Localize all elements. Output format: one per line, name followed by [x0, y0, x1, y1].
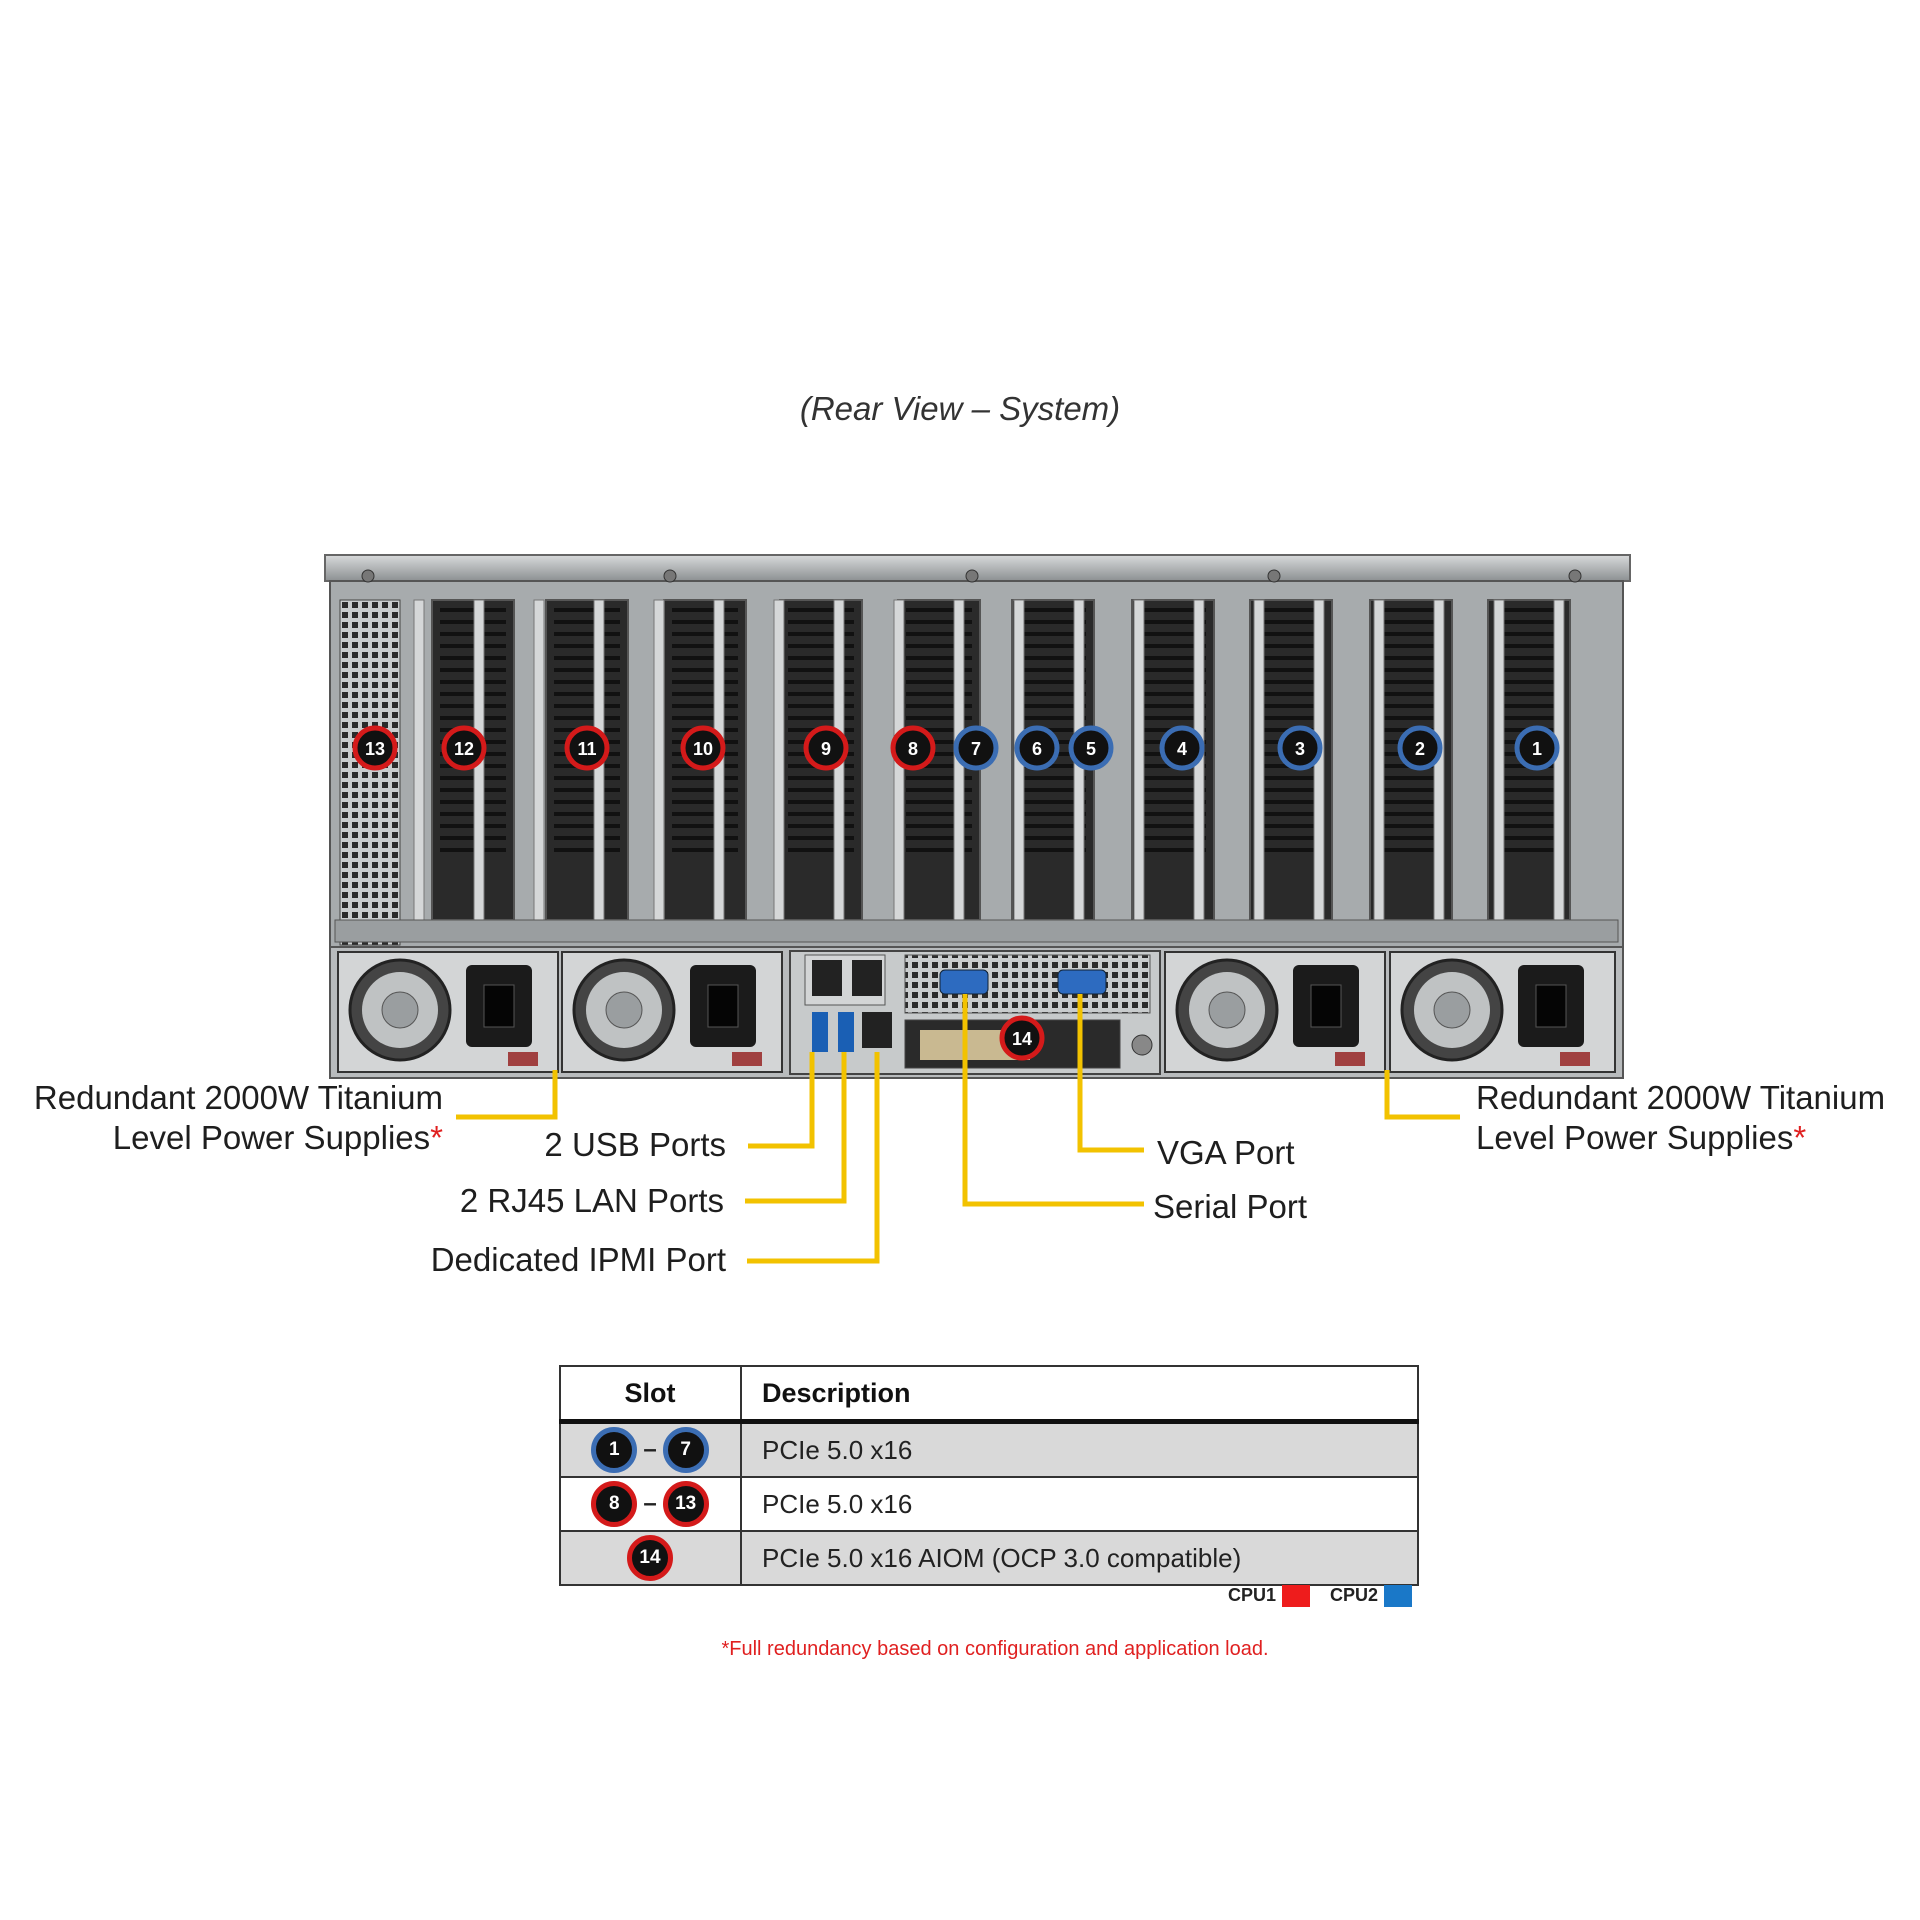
- slot-rail: [713, 599, 725, 936]
- slot-rail: [473, 599, 485, 936]
- table-row: 1–7 PCIe 5.0 x16: [559, 1420, 1419, 1478]
- pcie-bracket: [545, 599, 629, 921]
- slot-rail: [1133, 599, 1145, 936]
- header-description: Description: [740, 1365, 1419, 1424]
- usb-ports-label: 2 USB Ports: [544, 1126, 726, 1163]
- usb-port-2[interactable]: [838, 1012, 854, 1052]
- slot-3-badge: 3: [1277, 725, 1323, 771]
- slot-badge-label: 2: [1415, 739, 1425, 759]
- table-row: 14 PCIe 5.0 x16 AIOM (OCP 3.0 compatible…: [559, 1530, 1419, 1586]
- slot-badge: 13: [662, 1481, 709, 1527]
- diagram-title: (Rear View – System): [799, 390, 1121, 427]
- leader-lines: [456, 994, 1460, 1264]
- lan-ports-label: 2 RJ45 LAN Ports: [459, 1182, 724, 1219]
- redundancy-footnote: *Full redundancy based on configuration …: [721, 1638, 1269, 1660]
- slot-badge: 7: [662, 1427, 709, 1473]
- slot-rail: [1193, 599, 1205, 936]
- legend-cpu2-swatch: [1384, 1585, 1413, 1608]
- slot-rail: [1253, 599, 1265, 936]
- power-supply-unit: [1164, 951, 1386, 1073]
- slot-7-badge: 7: [953, 725, 999, 771]
- psu-left-label: Redundant 2000W Titanium Level Power Sup…: [33, 1079, 443, 1156]
- slot-range-cell: 14: [559, 1530, 742, 1586]
- slot-badges: 13 12 11 10 9 8 7 6 5 4 3 2 1 14: [352, 725, 1560, 1061]
- slot-badge-label: 4: [1177, 739, 1187, 759]
- slot-range-cell: 1–7: [559, 1420, 742, 1478]
- slot-badge-label: 5: [1086, 739, 1096, 759]
- slot-rail: [1433, 599, 1445, 936]
- slot-5-badge: 5: [1068, 725, 1114, 771]
- slot-rail: [413, 599, 425, 936]
- slot-badge-label: 1: [1532, 739, 1542, 759]
- table-header-row: Slot Description: [559, 1365, 1419, 1424]
- slot-badge-label: 14: [1012, 1029, 1032, 1049]
- slot-10-badge: 10: [680, 725, 726, 771]
- psu-right-label: Redundant 2000W Titanium Level Power Sup…: [1476, 1079, 1886, 1156]
- slot-13-badge: 13: [352, 725, 398, 771]
- lan-port-1[interactable]: [812, 960, 842, 996]
- slot-badge: 8: [591, 1481, 638, 1527]
- slot-rail: [1313, 599, 1325, 936]
- slot-rail: [953, 599, 965, 936]
- slot-9-badge: 9: [803, 725, 849, 771]
- io-area: [329, 946, 1624, 1079]
- slot-badge: 14: [627, 1535, 673, 1581]
- slot-rail: [1013, 599, 1025, 936]
- lan-port-2[interactable]: [852, 960, 882, 996]
- slot-table: Slot Description 1–7 PCIe 5.0 x16 8–13 P…: [559, 1365, 1419, 1586]
- slot-badge-label: 13: [365, 739, 385, 759]
- serial-port-label: Serial Port: [1153, 1188, 1308, 1225]
- power-supply-unit: [1389, 951, 1616, 1073]
- slot-badge-label: 6: [1032, 739, 1042, 759]
- slot-badge: 1: [591, 1427, 638, 1473]
- slot-rail: [1553, 599, 1565, 936]
- slot-badge-label: 12: [454, 739, 474, 759]
- slot-rail: [773, 599, 785, 936]
- slot-rail: [1373, 599, 1385, 936]
- slot-11-badge: 11: [564, 725, 610, 771]
- serial-port[interactable]: [939, 969, 989, 995]
- usb-port-1[interactable]: [812, 1012, 828, 1052]
- ipmi-port-label: Dedicated IPMI Port: [430, 1241, 726, 1278]
- power-supply-unit: [561, 951, 783, 1073]
- legend-cpu1-label: CPU1: [1228, 1585, 1277, 1605]
- slot-14-badge: 14: [999, 1015, 1045, 1061]
- description-cell: PCIe 5.0 x16: [740, 1420, 1419, 1478]
- legend-cpu2-label: CPU2: [1330, 1585, 1379, 1605]
- slot-rail: [533, 599, 545, 936]
- slot-1-badge: 1: [1514, 725, 1560, 771]
- slot-badge-label: 8: [908, 739, 918, 759]
- slot-4-badge: 4: [1159, 725, 1205, 771]
- slot-badge-label: 10: [693, 739, 713, 759]
- slot-badge-label: 11: [577, 739, 596, 759]
- table-row: 8–13 PCIe 5.0 x16: [559, 1476, 1419, 1532]
- vga-port[interactable]: [1057, 969, 1107, 995]
- header-slot: Slot: [559, 1365, 742, 1424]
- slot-12-badge: 12: [441, 725, 487, 771]
- slot-badge-label: 9: [821, 739, 831, 759]
- slot-range-cell: 8–13: [559, 1476, 742, 1532]
- description-cell: PCIe 5.0 x16 AIOM (OCP 3.0 compatible): [740, 1530, 1419, 1586]
- power-supply-unit: [337, 951, 559, 1073]
- pcie-slot-area: [334, 599, 1619, 946]
- ipmi-port[interactable]: [862, 1012, 892, 1048]
- description-cell: PCIe 5.0 x16: [740, 1476, 1419, 1532]
- slot-rail: [1493, 599, 1505, 936]
- slot-rail: [653, 599, 665, 936]
- slot-badge-label: 3: [1295, 739, 1305, 759]
- cpu-legend: CPU1 CPU2: [1228, 1585, 1413, 1608]
- legend-cpu1-swatch: [1282, 1585, 1311, 1608]
- vga-port-label: VGA Port: [1157, 1134, 1295, 1171]
- io-bracket-slot-13: [339, 599, 401, 946]
- slot-8-badge: 8: [890, 725, 936, 771]
- slot-badge-label: 7: [971, 739, 981, 759]
- slot-2-badge: 2: [1397, 725, 1443, 771]
- slot-6-badge: 6: [1014, 725, 1060, 771]
